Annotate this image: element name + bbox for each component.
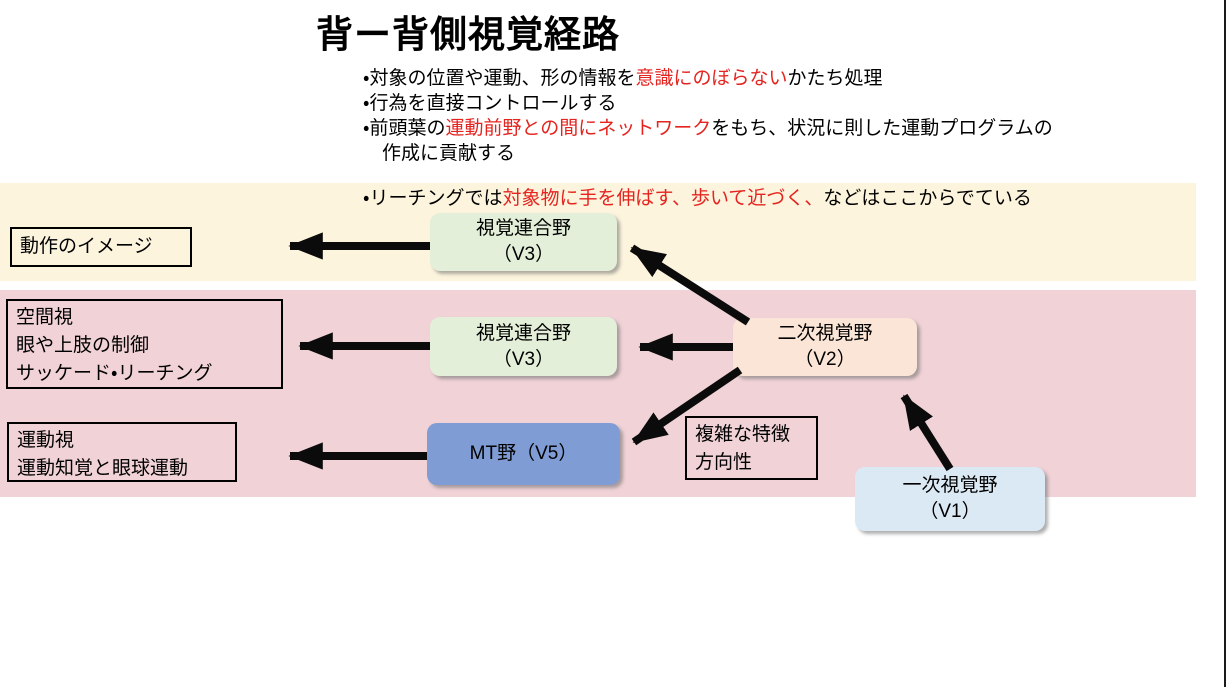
bullet-line-continuation: 作成に貢献する (382, 143, 516, 164)
output-action-image: 動作のイメージ (10, 227, 192, 267)
node-visual-association-v3-mid: 視覚連合野 （V3） (430, 317, 617, 376)
label-complex-features: 複雑な特徴 方向性 (685, 416, 818, 480)
slide-right-border (1224, 0, 1226, 687)
node-mt-v5: MT野（V5） (427, 423, 620, 485)
notes-list: ・対象の位置や運動、形の情報を意識にのぼらないかたち処理 ・行為を直接コントロー… (363, 66, 1213, 211)
bullet-line: ・対象の位置や運動、形の情報を意識にのぼらないかたち処理 (363, 68, 883, 89)
node-visual-association-v3-top: 視覚連合野 （V3） (430, 213, 617, 271)
bullet-line: ・リーチングでは対象物に手を伸ばす、歩いて近づく、などはここからでている (363, 188, 1032, 209)
output-motion-vision: 運動視 運動知覚と眼球運動 (7, 422, 237, 482)
node-secondary-visual-v2: 二次視覚野 （V2） (733, 318, 917, 376)
bullet-line: ・前頭葉の運動前野との間にネットワークをもち、状況に則した運動プログラムの (363, 118, 1053, 139)
bullet-line: ・行為を直接コントロールする (363, 93, 617, 114)
page-title: 背ー背側視覚経路 (316, 14, 620, 55)
output-spatial-vision: 空間視 眼や上肢の制御 サッケード・リーチング (6, 299, 283, 389)
node-primary-visual-v1: 一次視覚野 （V1） (855, 467, 1045, 531)
